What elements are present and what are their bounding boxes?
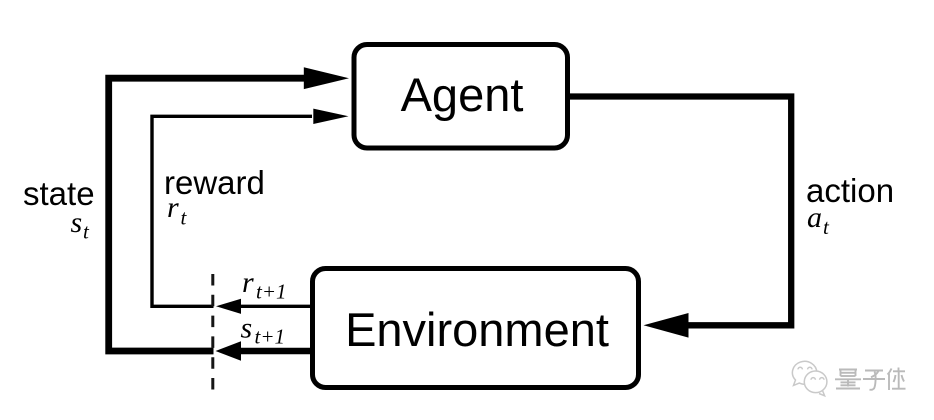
svg-text:r: r bbox=[242, 266, 254, 299]
svg-text:t+1: t+1 bbox=[256, 280, 287, 304]
svg-text:t: t bbox=[181, 206, 188, 230]
svg-text:t+1: t+1 bbox=[255, 325, 286, 349]
svg-text:s: s bbox=[241, 312, 253, 345]
svg-text:action: action bbox=[806, 172, 894, 209]
svg-text:Environment: Environment bbox=[345, 303, 609, 356]
svg-text:reward: reward bbox=[164, 164, 265, 201]
svg-text:a: a bbox=[807, 201, 822, 234]
svg-text:r: r bbox=[167, 191, 179, 224]
svg-text:s: s bbox=[71, 206, 83, 239]
svg-text:t: t bbox=[823, 215, 830, 239]
svg-text:Agent: Agent bbox=[401, 68, 524, 121]
svg-text:t: t bbox=[83, 220, 90, 244]
svg-text:state: state bbox=[23, 175, 95, 212]
